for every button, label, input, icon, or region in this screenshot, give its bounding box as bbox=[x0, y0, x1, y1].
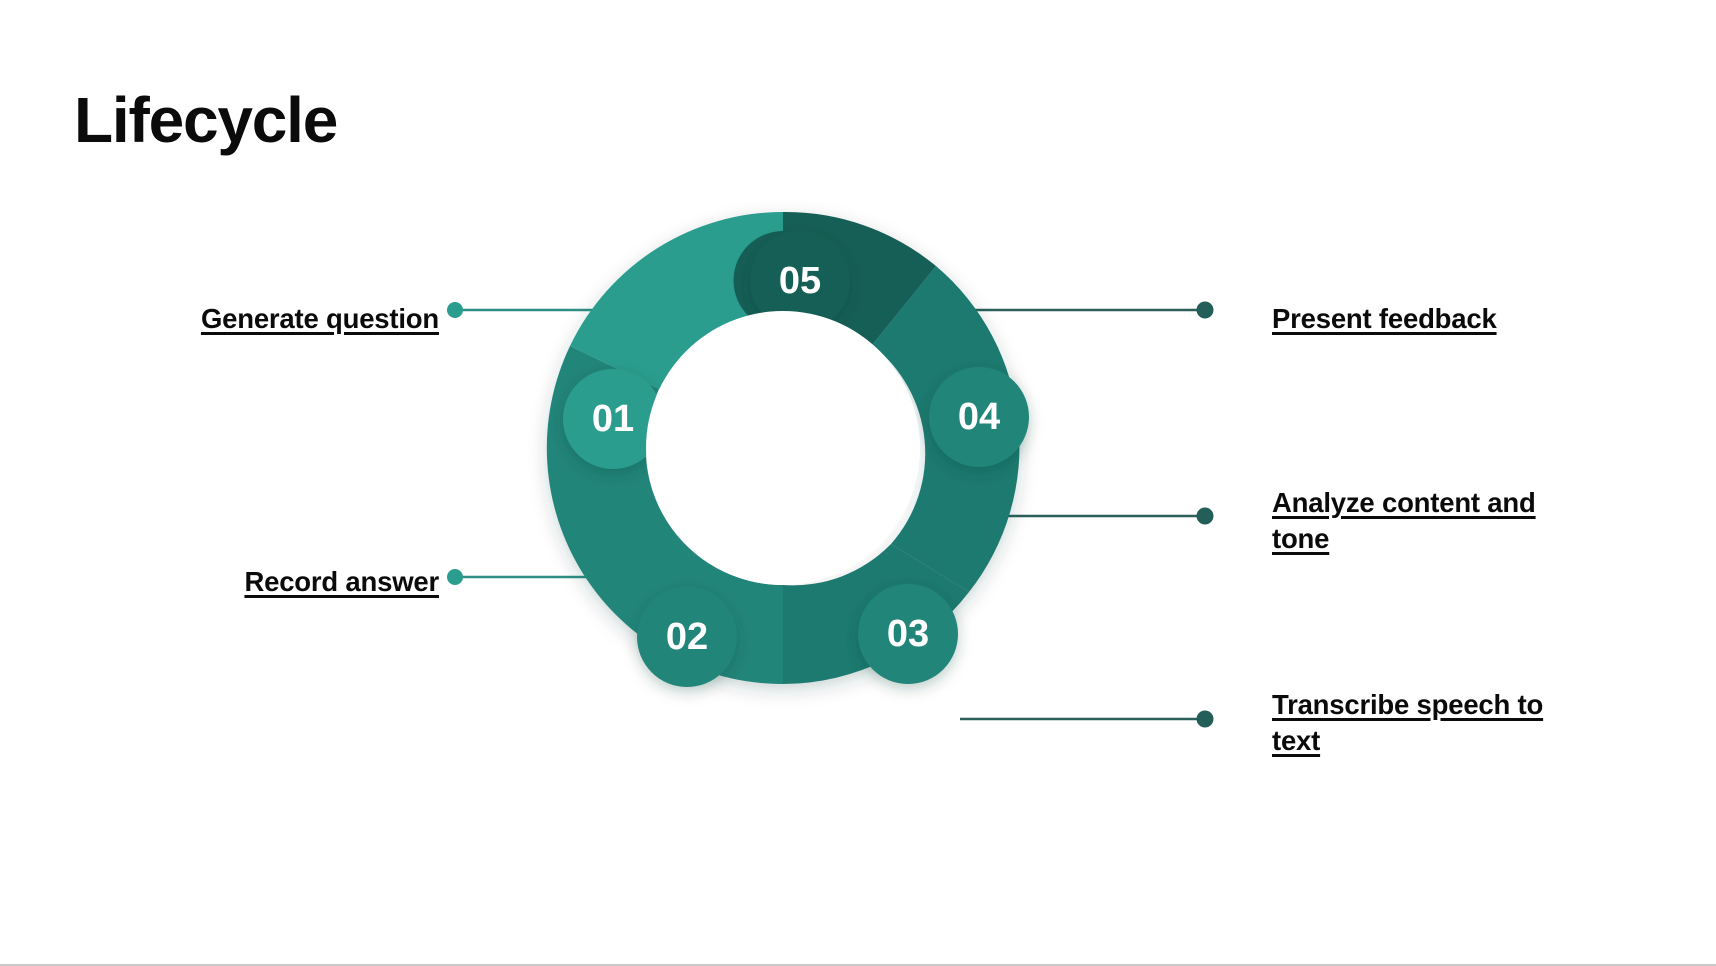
connector-dot-analyze-content-and-tone bbox=[1196, 507, 1214, 525]
slide-bottom-rule bbox=[0, 964, 1716, 966]
connector-dot-record-answer bbox=[447, 569, 463, 585]
badge-circle-03[interactable] bbox=[858, 584, 958, 684]
badge-label-04: 04 bbox=[958, 396, 1000, 438]
label-analyze-content-and-tone-line-1: Analyze content and bbox=[1272, 487, 1536, 518]
connector-dot-generate-question bbox=[447, 302, 463, 318]
badge-label-03: 03 bbox=[887, 613, 929, 655]
label-transcribe-speech-to-text-line-2: text bbox=[1272, 724, 1321, 756]
label-present-feedback[interactable]: Present feedback bbox=[1272, 301, 1612, 337]
donut-center-hole bbox=[646, 311, 920, 585]
label-generate-question-line-1: Generate question bbox=[200, 303, 439, 334]
page-title: Lifecycle bbox=[74, 84, 338, 156]
label-record-answer[interactable]: Record answer bbox=[19, 564, 439, 600]
badge-label-02: 02 bbox=[666, 616, 708, 658]
label-generate-question[interactable]: Generate question bbox=[19, 301, 439, 337]
label-present-feedback-line-1: Present feedback bbox=[1272, 303, 1497, 334]
label-record-answer-line-1: Record answer bbox=[244, 566, 439, 597]
badge-circle-01[interactable] bbox=[563, 369, 663, 469]
label-analyze-content-and-tone-line-2: tone bbox=[1272, 522, 1330, 554]
badge-circle-02[interactable] bbox=[637, 587, 737, 687]
badge-circle-05[interactable] bbox=[750, 231, 850, 331]
connector-dot-transcribe-speech-to-text bbox=[1196, 710, 1214, 728]
badge-label-05: 05 bbox=[779, 260, 821, 302]
connector-transcribe-speech-to-text bbox=[960, 710, 1214, 728]
label-analyze-content-and-tone[interactable]: Analyze content and tone bbox=[1272, 485, 1602, 557]
label-transcribe-speech-to-text[interactable]: Transcribe speech to text bbox=[1272, 687, 1612, 759]
connector-dot-present-feedback bbox=[1196, 301, 1214, 319]
label-transcribe-speech-to-text-line-1: Transcribe speech to bbox=[1272, 689, 1544, 720]
connector-analyze-content-and-tone bbox=[1000, 507, 1214, 525]
badge-label-01: 01 bbox=[592, 398, 634, 440]
badge-circle-04[interactable] bbox=[929, 367, 1029, 467]
